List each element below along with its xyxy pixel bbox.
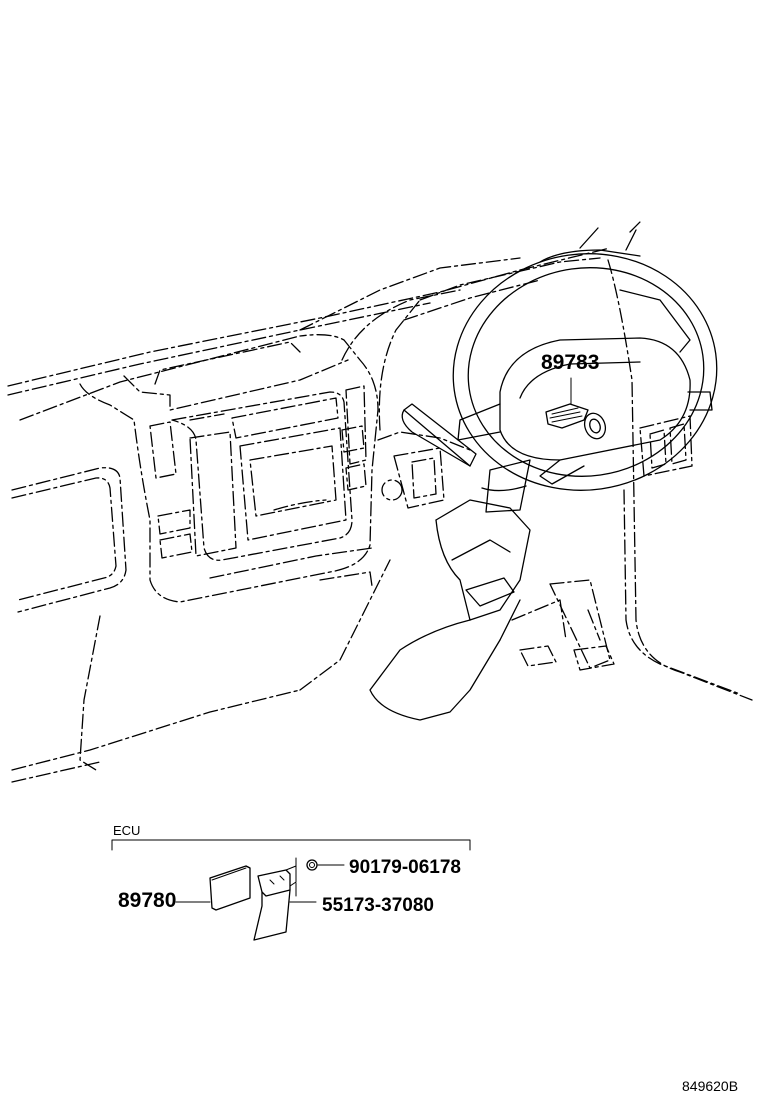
ecu-group-label: ECU	[113, 823, 140, 838]
callout-90179-06178: 90179-06178	[349, 857, 461, 878]
callout-89783: 89783	[541, 351, 599, 374]
ecu-box-outline	[209, 865, 251, 911]
callout-55173-37080: 55173-37080	[322, 895, 434, 916]
figure-code: 849620B	[682, 1078, 738, 1094]
steering-column	[369, 403, 531, 721]
immobiliser-coil	[545, 377, 607, 440]
callout-89780: 89780	[118, 889, 176, 912]
ecu-group	[111, 839, 471, 941]
steering-wheel	[452, 227, 718, 513]
dashboard-outline	[7, 221, 753, 783]
